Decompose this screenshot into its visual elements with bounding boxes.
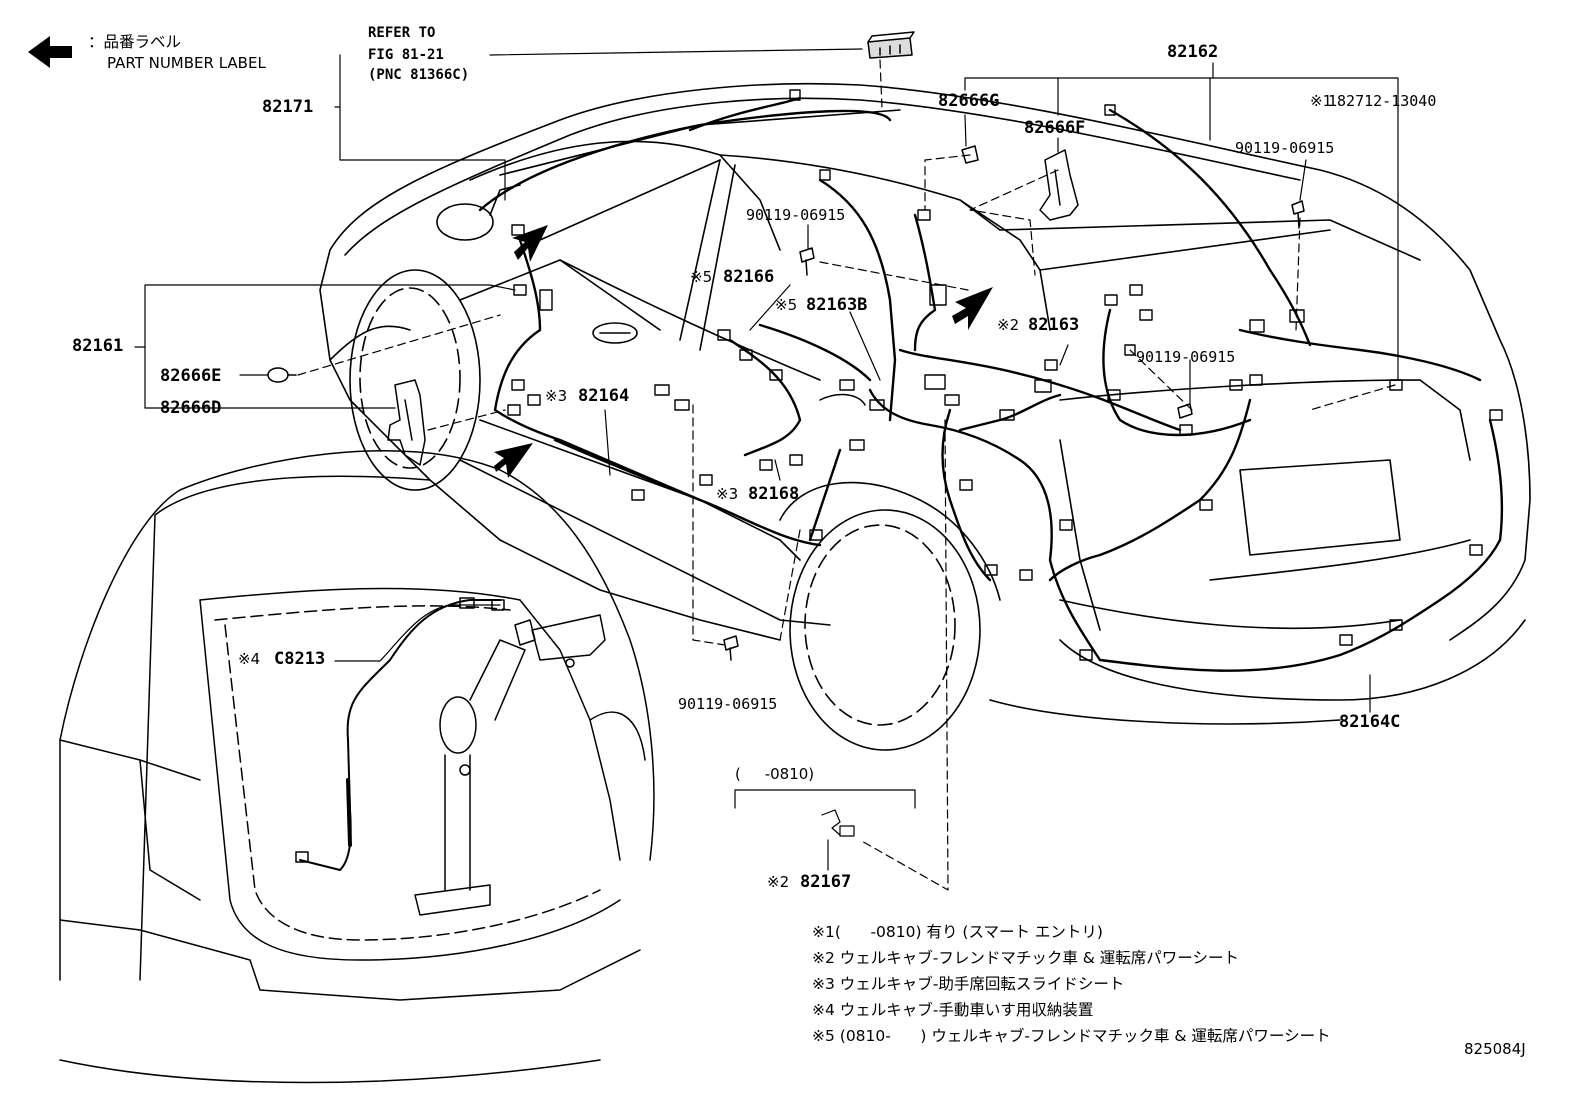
car-body-outline xyxy=(319,82,1531,751)
arrow-icon xyxy=(494,443,533,478)
note-4: ※4 ウェルキャブ-手動車いす用収納装置 xyxy=(812,1001,1094,1019)
note-5: ※5 (0810- ) ウェルキャブ-フレンドマチック車 & 運転席パワーシート xyxy=(812,1027,1331,1045)
part-82167-mark: ※2 xyxy=(767,873,790,891)
part-82167[interactable]: 82167 xyxy=(800,872,852,892)
harness-wires xyxy=(478,96,1504,672)
part-82166[interactable]: 82166 xyxy=(723,267,775,287)
inset-cargo-view xyxy=(59,450,655,1084)
part-82164[interactable]: 82164 xyxy=(578,386,630,406)
refer-line-1: REFER TO xyxy=(368,25,436,41)
arrow-icon xyxy=(952,287,993,330)
part-90119-06915-c[interactable]: 90119-06915 xyxy=(1136,348,1236,366)
range-0810: ( -0810) xyxy=(735,765,815,783)
position-arrows xyxy=(28,36,993,478)
part-82168-mark: ※3 xyxy=(716,485,739,503)
note-2: ※2 ウェルキャブ-フレンドマチック車 & 運転席パワーシート xyxy=(812,949,1240,967)
part-90119-06915-d[interactable]: 90119-06915 xyxy=(678,695,778,713)
part-82164-mark: ※3 xyxy=(545,387,568,405)
range-bracket xyxy=(734,789,916,837)
part-82161[interactable]: 82161 xyxy=(72,336,124,356)
part-C8213[interactable]: C8213 xyxy=(274,649,326,669)
part-82163[interactable]: 82163 xyxy=(1028,315,1080,335)
note-1: ※1( -0810) 有り (スマート エントリ) xyxy=(812,923,1103,941)
reference-lines xyxy=(297,59,1396,891)
part-82171[interactable]: 82171 xyxy=(262,97,314,117)
connectors xyxy=(507,89,1503,661)
part-82166-mark: ※5 xyxy=(690,268,713,286)
part-82163-mark: ※2 xyxy=(997,316,1020,334)
part-82666G[interactable]: 82666G xyxy=(938,91,1000,111)
note-3: ※3 ウェルキャブ-助手席回転スライドシート xyxy=(812,975,1125,993)
part-182712-mark: ※1 xyxy=(1310,92,1333,110)
part-90119-06915-b[interactable]: 90119-06915 xyxy=(746,206,846,224)
arrow-icon xyxy=(28,36,72,68)
part-82666D[interactable]: 82666D xyxy=(160,398,222,418)
figure-id: 825084J xyxy=(1464,1040,1526,1058)
leader-lines xyxy=(134,48,1399,871)
refer-line-2: FIG 81-21 xyxy=(368,47,444,63)
part-82666F[interactable]: 82666F xyxy=(1024,118,1086,138)
part-82163B-mark: ※5 xyxy=(775,296,798,314)
part-82162[interactable]: 82162 xyxy=(1167,42,1219,62)
part-C8213-mark: ※4 xyxy=(238,650,261,668)
part-82666E[interactable]: 82666E xyxy=(160,366,222,386)
part-82163B[interactable]: 82163B xyxy=(806,295,868,315)
legend-jp: ：品番ラベル xyxy=(88,33,182,51)
refer-line-3: (PNC 81366C) xyxy=(368,67,470,83)
arrow-icon xyxy=(512,225,548,262)
part-90119-06915-a[interactable]: 90119-06915 xyxy=(1235,139,1335,157)
part-182712-13040[interactable]: 182712-13040 xyxy=(1328,92,1437,110)
legend-en: PART NUMBER LABEL xyxy=(107,54,266,72)
part-82164C[interactable]: 82164C xyxy=(1339,712,1401,732)
part-82168[interactable]: 82168 xyxy=(748,484,800,504)
component-parts xyxy=(267,31,1305,661)
